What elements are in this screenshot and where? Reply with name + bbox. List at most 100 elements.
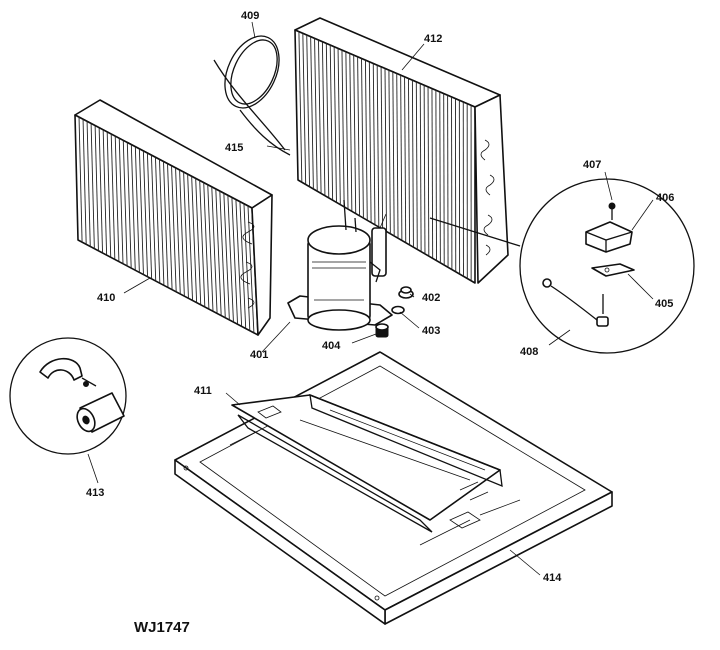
coil-fin [380, 66, 384, 230]
coil-fin [106, 131, 112, 258]
callout-401: 401 [250, 349, 268, 361]
screw-407 [608, 202, 616, 220]
coil-fin [341, 50, 345, 207]
leader-lines [87, 21, 654, 576]
coil-fin [435, 90, 437, 261]
condenser-coil [294, 17, 509, 284]
coil-fin [86, 121, 91, 247]
coil-fin [223, 193, 230, 320]
coil-fin [306, 35, 310, 187]
capacitor-strap [39, 357, 97, 387]
coil-fin [207, 184, 214, 312]
mounting-nut-404 [375, 323, 389, 338]
coil-fin [431, 88, 434, 259]
grommet-402 [398, 286, 414, 299]
coil-fin [110, 134, 116, 260]
callout-414: 414 [543, 572, 562, 584]
coil-fin [384, 68, 387, 232]
terminal-cover-406 [585, 221, 633, 253]
capillary-tube-loop [213, 35, 291, 156]
coil-fin [219, 191, 226, 318]
coil-fin [98, 127, 103, 253]
callout-409: 409 [241, 10, 259, 22]
callout-413: 413 [86, 487, 104, 499]
coil-fin [368, 61, 372, 223]
coil-fin [400, 75, 403, 241]
coil-fin [372, 63, 376, 225]
washer-403 [391, 305, 405, 315]
coil-fin [211, 186, 218, 314]
coil-fin [114, 136, 120, 262]
coil-fin [333, 46, 337, 203]
coil-fin [150, 155, 157, 282]
coil-fin [408, 78, 411, 245]
coil-fin [171, 165, 177, 292]
coil-fin [388, 70, 391, 234]
coil-fin [235, 199, 243, 327]
coil-fin [146, 153, 153, 279]
coil-fin [215, 188, 222, 316]
coil-fin [396, 73, 399, 239]
callout-411: 411 [194, 385, 212, 397]
coil-fin [243, 203, 251, 331]
coil-fin [364, 60, 368, 221]
callout-408: 408 [520, 346, 538, 358]
coil-fin [179, 169, 185, 297]
coil-fin [392, 71, 395, 236]
coil-fin [203, 182, 210, 310]
coil-fin [126, 142, 132, 269]
coil-fin [102, 129, 108, 256]
coil-fin [310, 36, 314, 189]
coil-fin [321, 41, 326, 196]
run-capacitor [76, 392, 125, 433]
coil-fin [138, 148, 144, 275]
coil-fin [337, 48, 341, 205]
callout-404: 404 [322, 340, 341, 352]
coil-fin [90, 123, 95, 249]
coil-fin [199, 180, 206, 307]
coil-fin [353, 55, 357, 214]
callout-405: 405 [655, 298, 673, 310]
coil-fin [227, 195, 234, 323]
coil-fin [167, 163, 173, 290]
coil-fin [231, 197, 238, 325]
coil-fin [423, 85, 426, 254]
compressor [287, 199, 393, 331]
coil-fin [195, 178, 202, 305]
coil-fin [411, 80, 414, 248]
callout-402: 402 [422, 292, 440, 304]
coil-fin [247, 205, 255, 333]
coil-fin [376, 65, 380, 228]
callout-403: 403 [422, 325, 440, 337]
coil-fin [415, 81, 418, 250]
coil-fin [302, 33, 307, 185]
coil-fin [427, 86, 430, 257]
coil-fin [419, 83, 422, 252]
drawing-code: WJ1747 [134, 619, 190, 636]
coil-fin [118, 138, 124, 264]
coil-fin [349, 53, 353, 212]
callout-407: 407 [583, 159, 601, 171]
coil-fin [142, 150, 148, 277]
capacitor-detail-circle [9, 337, 127, 455]
coil-fin [163, 161, 169, 288]
coil-fin [345, 51, 349, 210]
coil-fin [298, 31, 303, 183]
coil-fin [155, 157, 161, 284]
coil-fin [357, 56, 361, 216]
coil-fin [239, 201, 247, 329]
callout-412: 412 [424, 33, 442, 45]
coil-fin [187, 174, 193, 301]
condensate-pan [231, 393, 503, 533]
callout-406: 406 [656, 192, 674, 204]
coil-fin [94, 125, 99, 251]
coil-fin [134, 146, 140, 273]
coil-fin [404, 76, 407, 243]
coil-fin [325, 43, 330, 198]
coil-fin [329, 45, 334, 201]
coil-fin [175, 167, 181, 294]
coil-fin [314, 38, 318, 192]
coil-fin [122, 140, 128, 266]
callout-410: 410 [97, 292, 115, 304]
